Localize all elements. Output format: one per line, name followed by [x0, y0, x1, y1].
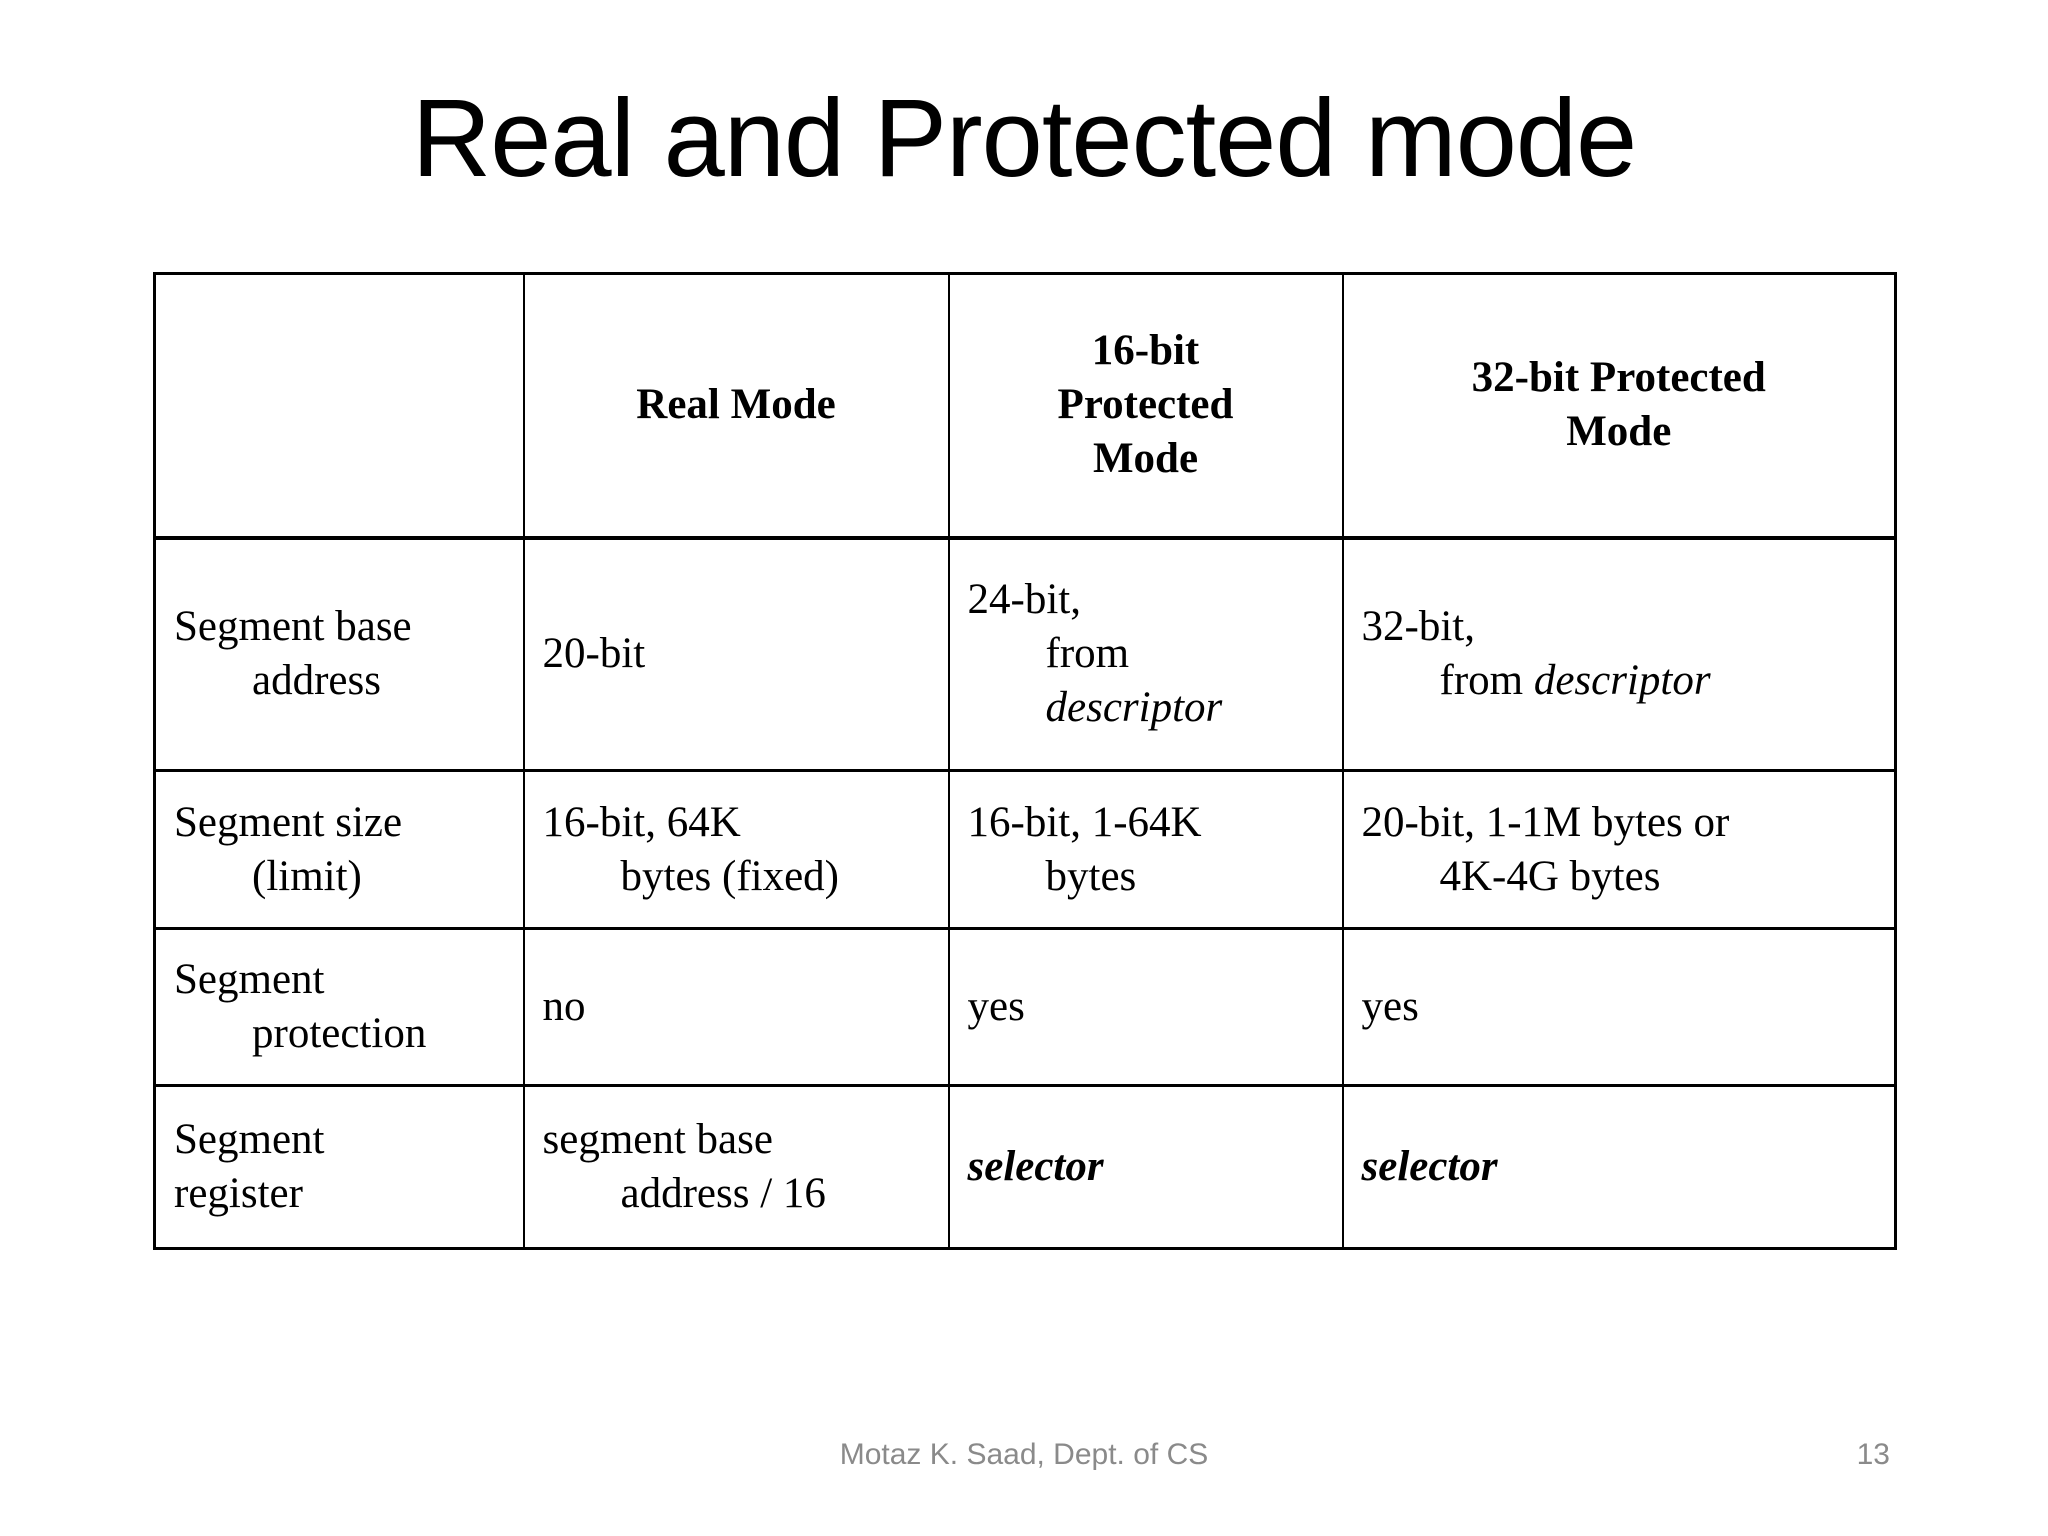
cell-text: bytes (fixed) — [620, 852, 840, 900]
cell-text: Segment size — [174, 798, 403, 846]
cell-text: selector — [967, 1143, 1104, 1190]
row-label-2: Segment protection — [153, 927, 525, 1087]
cell-text: descriptor — [1045, 684, 1223, 732]
cell-line: yes — [1344, 980, 1895, 1034]
cell-text: (limit) — [252, 852, 362, 900]
cell-text: address / 16 — [620, 1170, 826, 1217]
cell-line: 16-bit, 1-64K — [950, 796, 1342, 850]
cell-line: address — [156, 654, 523, 708]
header-line: Mode — [1092, 435, 1199, 483]
cell-text: from — [1439, 657, 1534, 705]
table-cell-r3c0: segment base address / 16 — [522, 1084, 950, 1250]
table-cell-r2c0: no — [522, 927, 950, 1087]
cell-line: no — [525, 980, 948, 1034]
cell-text: 32-bit, — [1361, 603, 1475, 651]
cell-text: from — [1045, 630, 1130, 678]
header-line: 16-bit — [1091, 327, 1200, 375]
cell-line: Segment — [156, 953, 523, 1007]
cell-line: bytes (fixed) — [525, 850, 948, 904]
cell-line: Segment size — [156, 796, 523, 850]
footer-author: Motaz K. Saad, Dept. of CS — [839, 1438, 1209, 1471]
row-label-3: Segment register — [153, 1084, 525, 1250]
cell-line: yes — [950, 980, 1342, 1034]
table-cell-r0c0: 20-bit — [522, 536, 950, 772]
slide-title: Real and Protected mode — [411, 77, 1637, 200]
header-line: Protected — [1057, 381, 1234, 429]
cell-text: Segment base — [174, 603, 412, 651]
cell-line: address / 16 — [525, 1167, 948, 1221]
table-cell-r1c2: 20-bit, 1-1M bytes or 4K-4G bytes — [1341, 769, 1897, 930]
cell-line: (limit) — [156, 850, 523, 904]
cell-line: bytes — [950, 850, 1342, 904]
header-line: Real Mode — [636, 381, 836, 429]
cell-text: register — [174, 1170, 303, 1217]
cell-text: selector — [1361, 1143, 1498, 1190]
cell-line: 24-bit, — [950, 573, 1342, 627]
cell-line: Segment base — [156, 600, 523, 654]
table-cell-r0c1: 24-bit, from descriptor — [947, 536, 1344, 772]
cell-text: Segment — [174, 956, 325, 1003]
cell-text: 16-bit, 1-64K — [967, 798, 1202, 846]
cell-line: from descriptor — [1344, 654, 1895, 708]
row-label-0: Segment base address — [153, 536, 525, 772]
cell-text: 16-bit, 64K — [542, 798, 741, 846]
cell-text: 20-bit, 1-1M bytes or — [1361, 798, 1730, 846]
cell-line: 20-bit — [525, 627, 948, 681]
table-cell-r3c1: selector — [947, 1084, 1344, 1250]
table-row-1: Segment size (limit) 16-bit, 64K bytes (fix… — [153, 769, 1897, 930]
cell-line: selector — [950, 1140, 1342, 1194]
cell-line: Segment — [156, 1113, 523, 1167]
cell-text: no — [542, 983, 586, 1030]
cell-line: 20-bit, 1-1M bytes or — [1344, 796, 1895, 850]
cell-line: register — [156, 1167, 523, 1221]
table-cell-r2c2: yes — [1341, 927, 1897, 1087]
column-header-1: Real Mode — [522, 272, 950, 540]
table-cell-r2c1: yes — [947, 927, 1344, 1087]
cell-text: yes — [1361, 983, 1419, 1030]
header-line: 32-bit Protected — [1471, 354, 1766, 402]
slide-footer: Motaz K. Saad, Dept. of CS 13 — [0, 1438, 2048, 1482]
cell-line: 16-bit, 64K — [525, 796, 948, 850]
cell-line: 32-bit, — [1344, 600, 1895, 654]
column-header-0 — [153, 272, 525, 540]
cell-text: descriptor — [1533, 657, 1711, 705]
header-line: Mode — [1566, 408, 1672, 456]
cell-line: from — [950, 627, 1342, 681]
cell-text: address — [252, 657, 381, 705]
table-row-2: Segment protection no yes yes — [153, 927, 1897, 1087]
cell-line: protection — [156, 1007, 523, 1061]
cell-text: 20-bit — [542, 630, 646, 678]
cell-text: bytes — [1045, 852, 1137, 900]
table-cell-r1c1: 16-bit, 1-64K bytes — [947, 769, 1344, 930]
row-label-1: Segment size (limit) — [153, 769, 525, 930]
page-number: 13 — [1856, 1438, 1890, 1471]
cell-line: descriptor — [950, 681, 1342, 735]
cell-text: 24-bit, — [967, 576, 1081, 624]
cell-line: 4K-4G bytes — [1344, 850, 1895, 904]
cell-line: segment base — [525, 1113, 948, 1167]
table-cell-r3c2: selector — [1341, 1084, 1897, 1250]
cell-text: protection — [252, 1010, 427, 1057]
cell-line: selector — [1344, 1140, 1895, 1194]
cell-text: segment base — [542, 1116, 773, 1163]
cell-text: Segment — [174, 1116, 325, 1163]
cell-text: yes — [967, 983, 1025, 1030]
cell-text: 4K-4G bytes — [1439, 852, 1661, 900]
table-cell-r1c0: 16-bit, 64K bytes (fixed) — [522, 769, 950, 930]
table-cell-r0c2: 32-bit,from descriptor — [1341, 536, 1897, 772]
